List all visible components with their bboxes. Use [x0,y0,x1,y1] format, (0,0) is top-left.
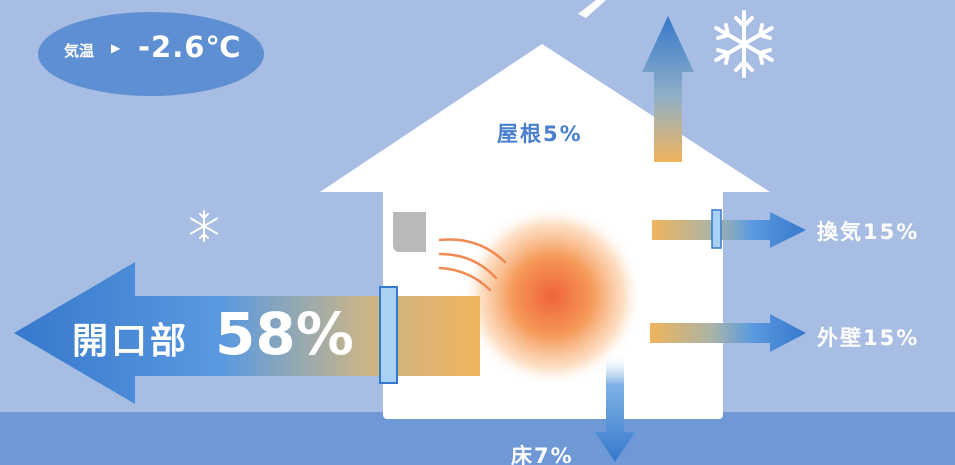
floor-loss-label: 床7% [511,444,574,465]
opening-arrow [14,262,480,404]
top-white-arrow [578,0,606,18]
heat-wave-lines [438,238,507,292]
window-icon [379,286,398,384]
opening-loss-label: 開口部 [72,321,190,362]
ventilation-arrow [652,212,806,248]
heater-icon [393,212,426,252]
ventilation-loss-label: 換気15% [817,220,920,244]
ground [0,412,955,465]
triangle-right-icon: ▶ [111,41,121,55]
opening-loss-percent: 58% [215,300,354,368]
temperature-value: -2.6℃ [138,30,242,64]
heat-source-icon [462,206,642,386]
wall-arrow [650,314,806,352]
temperature-label: 気温 [64,42,95,60]
roof-arrow [642,16,694,162]
vent-window-icon [711,209,722,249]
wall-loss-label: 外壁15% [817,326,920,350]
floor-arrow [595,352,635,462]
snowflake-icon [714,10,774,78]
roof-loss-label: 屋根5% [497,122,583,146]
temperature-bubble [38,12,264,96]
snowflake-icon-small [190,210,218,242]
